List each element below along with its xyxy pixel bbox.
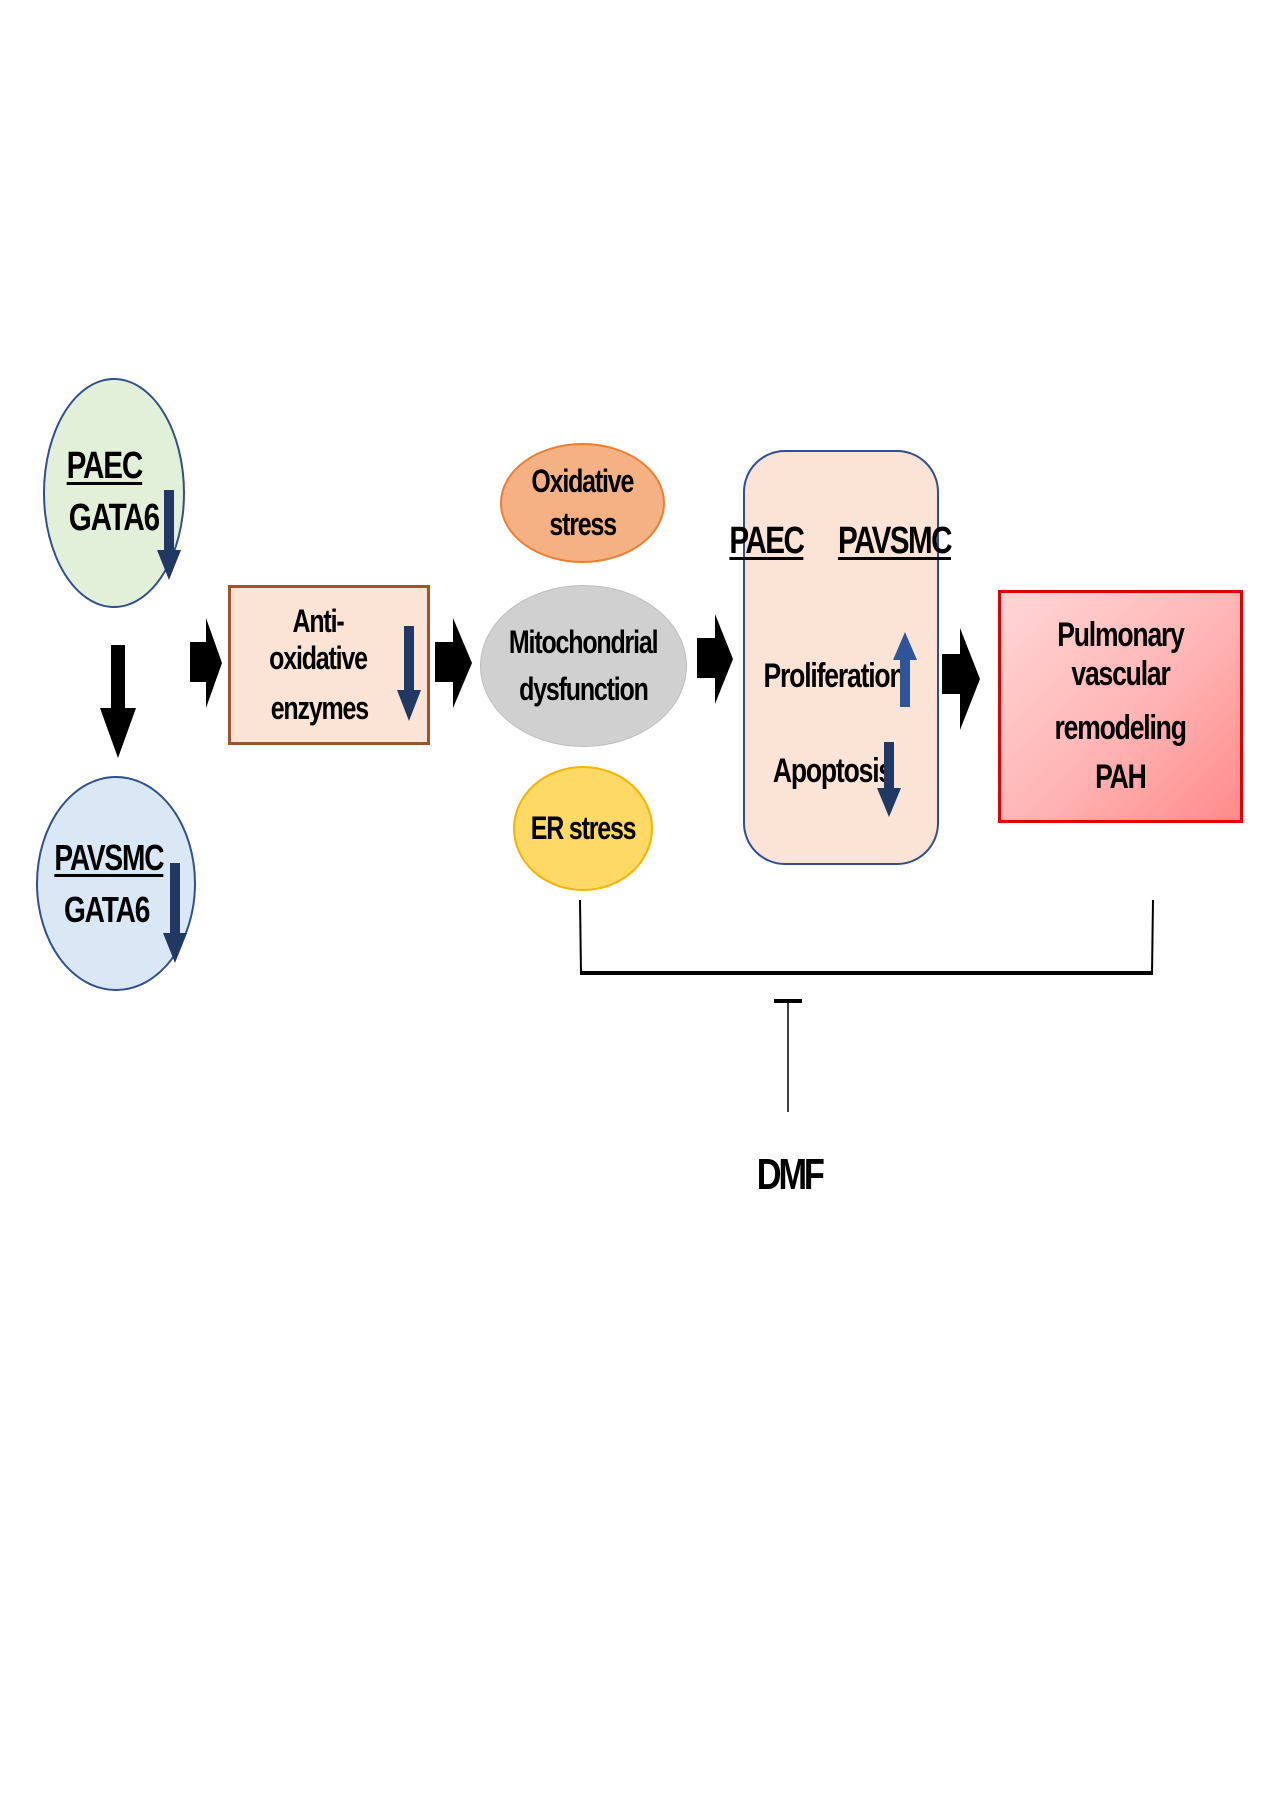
pavsmc-gata6-node: PAVSMC GATA6 (36, 776, 196, 991)
antioxidative-line1: Anti-oxidative (269, 602, 368, 676)
apoptosis-down-arrow-icon (877, 742, 901, 817)
mitochondrial-line1: Mitochondrial (509, 624, 659, 661)
proliferation-up-arrow-icon (893, 632, 917, 707)
er-stress-node: ER stress (513, 766, 653, 891)
apoptosis-label: Apoptosis (772, 752, 893, 790)
er-stress-label: ER stress (530, 810, 637, 847)
arrow-mitochondrial-to-cells (697, 614, 733, 704)
cell-box-paec-header: PAEC (729, 520, 805, 562)
pavsmc-label: PAVSMC (54, 837, 165, 879)
inhibition-bracket (579, 899, 1154, 975)
pah-outcome-box: Pulmonary vascular remodeling PAH (998, 590, 1243, 823)
antioxidative-enzymes-box: Anti-oxidative enzymes (228, 585, 430, 745)
oxidative-line2: stress (549, 506, 617, 542)
antioxidative-down-arrow-icon (397, 626, 421, 721)
mitochondrial-line2: dysfunction (519, 671, 649, 707)
pavsmc-gata6-down-arrow-icon (163, 863, 187, 963)
mitochondrial-dysfunction-node: Mitochondrial dysfunction (480, 585, 687, 747)
paec-label: PAEC (66, 445, 143, 488)
antioxidative-line2: enzymes (270, 690, 368, 727)
paec-gata6-node: PAEC GATA6 (43, 378, 185, 608)
arrow-antioxidative-to-mitochondrial (435, 618, 472, 708)
pavsmc-gata6-label: GATA6 (64, 888, 150, 930)
proliferation-label: Proliferation (763, 657, 906, 695)
cell-box-pavsmc-header: PAVSMC (837, 520, 953, 562)
paec-gata6-down-arrow-icon (157, 490, 181, 580)
oxidative-line1: Oxidative (531, 463, 635, 500)
inhibition-tbar (774, 999, 802, 1112)
outcome-line2: remodeling (1054, 708, 1187, 747)
oxidative-stress-node: Oxidative stress (500, 443, 665, 563)
paec-gata6-label: GATA6 (68, 497, 160, 539)
cell-response-box: PAEC PAVSMC Proliferation Apoptosis (730, 450, 952, 865)
arrow-gata6-to-antioxidative (190, 618, 222, 708)
outcome-line3: PAH (1095, 757, 1147, 796)
arrow-cells-to-outcome (942, 628, 980, 730)
arrow-paec-to-pavsmc (100, 645, 136, 758)
outcome-line1: Pulmonary vascular (1057, 616, 1185, 694)
dmf-label: DMF (756, 1150, 825, 1199)
